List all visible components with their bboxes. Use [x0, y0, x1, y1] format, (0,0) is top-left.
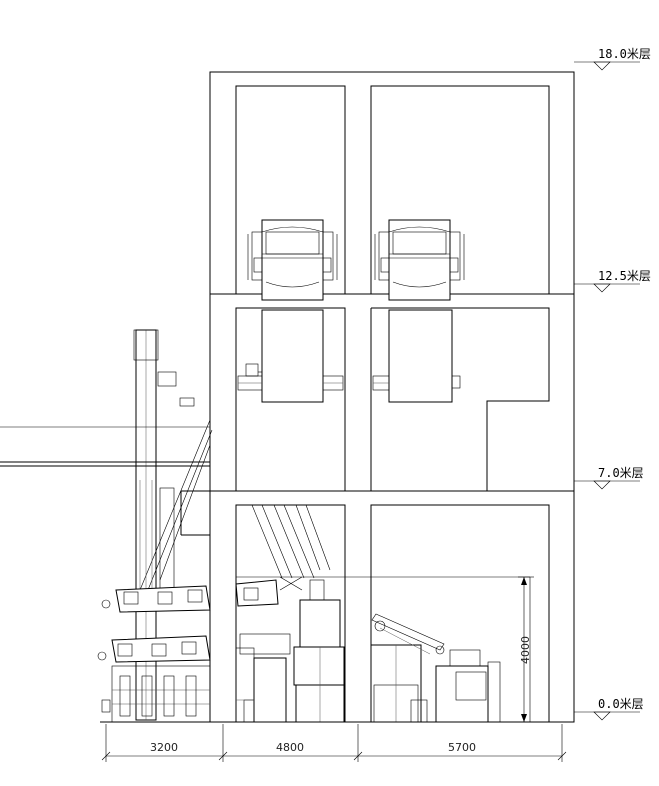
- height-label: 4000: [519, 636, 532, 664]
- bin-right-middle: [372, 309, 461, 403]
- ground-structure: [236, 576, 531, 722]
- hopper-screens: [111, 579, 279, 663]
- conveyor-lines: [0, 426, 210, 467]
- height-dimension: 4000: [518, 576, 534, 723]
- machine-cabinet-right: [370, 613, 445, 723]
- level-marker-7: 7.0米层: [574, 466, 644, 490]
- dim-label-5700: 5700: [448, 741, 476, 754]
- machine-small-right: [435, 649, 501, 723]
- level-marker-18: 18.0米层: [574, 47, 651, 71]
- level-marker-12-5: 12.5米层: [574, 269, 651, 293]
- bottom-dimensions: 3200 4800 5700: [101, 724, 567, 762]
- machine-cabinet-left: [239, 579, 345, 723]
- silo-right-top: [374, 219, 465, 301]
- dim-label-4800: 4800: [276, 741, 304, 754]
- level-marker-0: 0.0米层: [574, 697, 644, 721]
- level-label-7: 7.0米层: [598, 466, 644, 480]
- level-label-18: 18.0米层: [598, 47, 651, 61]
- silo-left-top: [247, 219, 338, 301]
- bin-left-middle: [237, 309, 344, 403]
- chutes: [139, 419, 331, 591]
- building-frame: [180, 71, 575, 723]
- room-outlines: [235, 85, 550, 723]
- level-label-0: 0.0米层: [598, 697, 644, 711]
- level-label-12-5: 12.5米层: [598, 269, 651, 283]
- dim-label-3200: 3200: [150, 741, 178, 754]
